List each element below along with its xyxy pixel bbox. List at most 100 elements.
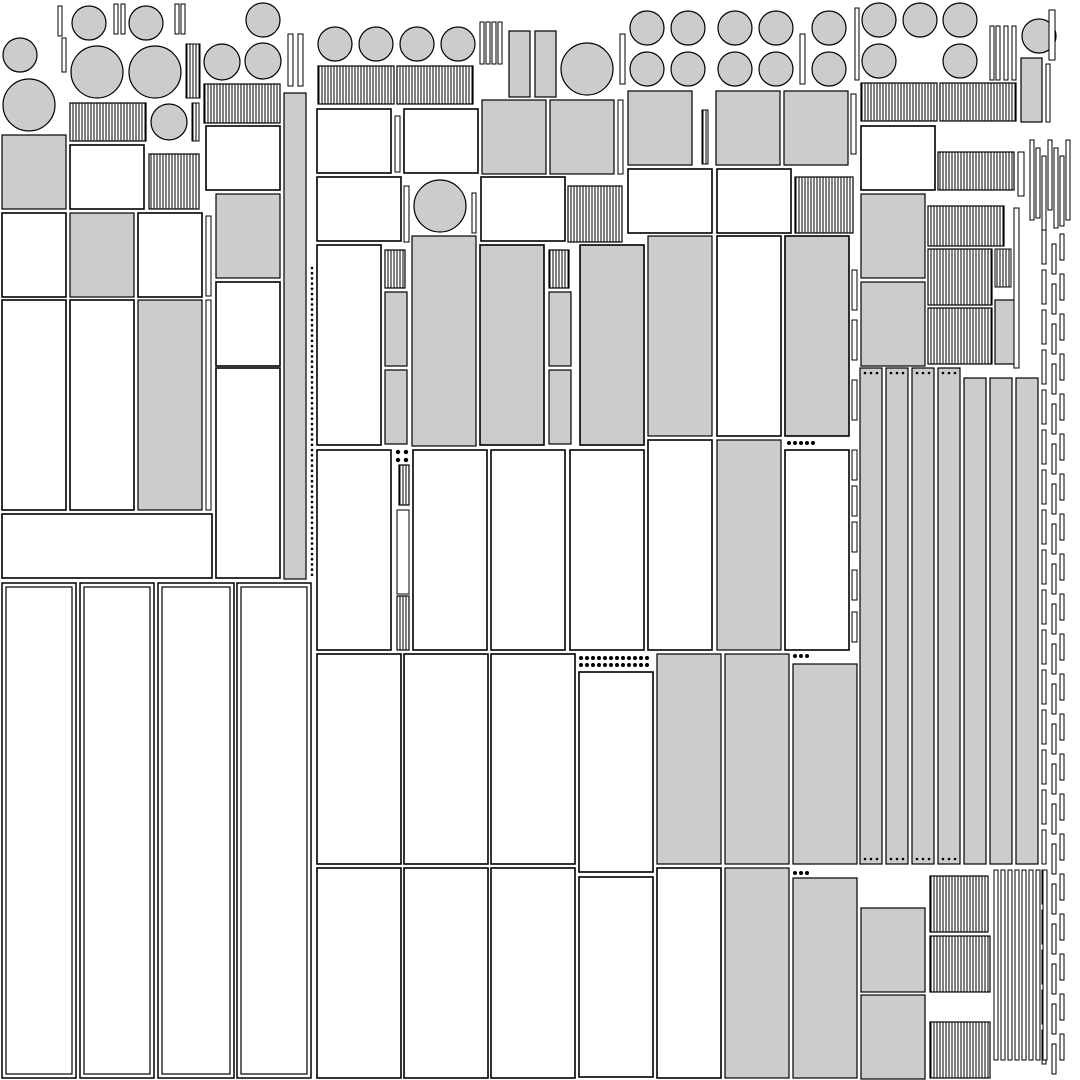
uv-island-rect <box>716 235 782 437</box>
uv-island-rect <box>240 586 308 1075</box>
uv-island-circle <box>629 51 665 87</box>
uv-dot <box>310 271 314 275</box>
uv-island-rect <box>1048 9 1056 61</box>
uv-island-rect <box>578 876 654 1078</box>
uv-island-rect <box>283 92 307 580</box>
uv-island-rect <box>1051 1003 1057 1035</box>
uv-island-rect <box>490 449 566 651</box>
uv-island-rect <box>1051 563 1057 595</box>
uv-dot <box>310 433 314 436</box>
uv-island-rect <box>1051 723 1057 755</box>
uv-dot <box>310 375 314 379</box>
uv-dot <box>310 563 314 566</box>
uv-island-rect <box>471 192 477 234</box>
uv-dot <box>927 371 931 375</box>
uv-dot <box>310 334 314 337</box>
uv-island-rect <box>1041 429 1047 465</box>
uv-dot <box>863 857 867 861</box>
uv-island-rect <box>403 108 479 174</box>
uv-dot <box>799 441 803 445</box>
uv-island-rect <box>911 367 935 865</box>
uv-island-rect <box>412 449 488 651</box>
uv-island-circle <box>861 43 897 79</box>
uv-island-rect <box>479 244 545 446</box>
uv-island-rect <box>784 449 850 651</box>
uv-dot <box>805 654 809 658</box>
uv-island-rect <box>850 93 857 155</box>
uv-island-rect <box>1051 683 1057 715</box>
uv-dot <box>863 371 867 375</box>
uv-island-rect <box>1051 443 1057 475</box>
uv-island-rect <box>5 586 73 1075</box>
uv-dot <box>310 266 314 270</box>
uv-island-rect <box>929 1021 991 1079</box>
uv-island-circle <box>560 42 614 96</box>
uv-island-rect <box>1 513 213 579</box>
uv-dot <box>609 663 613 667</box>
uv-island-rect <box>316 867 402 1079</box>
uv-island-rect <box>1059 313 1065 341</box>
uv-dot <box>310 552 314 556</box>
uv-dot <box>585 663 589 667</box>
uv-island-rect <box>993 869 999 1061</box>
uv-island-rect <box>1041 269 1047 305</box>
uv-dot <box>310 542 314 545</box>
uv-dot <box>947 371 951 375</box>
uv-island-rect <box>994 248 1012 288</box>
uv-island-rect <box>137 212 203 298</box>
uv-island-rect <box>1041 749 1047 785</box>
uv-island-rect <box>548 291 572 367</box>
uv-island-circle <box>902 2 938 38</box>
uv-island-rect <box>203 83 281 124</box>
uv-island-circle <box>71 5 107 41</box>
uv-island-rect <box>851 521 858 553</box>
uv-dot <box>310 547 314 551</box>
uv-dot <box>869 371 873 375</box>
uv-island-rect <box>851 485 858 517</box>
uv-dot <box>310 282 314 285</box>
uv-island-rect <box>485 21 491 65</box>
uv-island-rect <box>1041 389 1047 425</box>
uv-island-rect <box>120 3 126 35</box>
uv-island-rect <box>859 367 883 865</box>
uv-island-rect <box>1029 139 1035 221</box>
uv-dot <box>310 308 314 311</box>
uv-island-rect <box>1051 963 1057 995</box>
uv-island-rect <box>860 281 926 367</box>
uv-island-circle <box>128 45 182 99</box>
uv-island-rect <box>384 249 406 289</box>
uv-dot <box>627 663 631 667</box>
uv-dot <box>591 656 595 660</box>
uv-dot <box>310 521 314 525</box>
uv-dot <box>310 453 314 457</box>
uv-dot <box>310 370 314 374</box>
uv-island-rect <box>411 235 477 447</box>
uv-island-rect <box>1041 789 1047 825</box>
uv-island-rect <box>1035 147 1041 219</box>
uv-island-rect <box>1051 923 1057 955</box>
uv-dot <box>591 663 595 667</box>
uv-dot <box>901 857 905 861</box>
uv-island-rect <box>716 168 792 234</box>
uv-island-rect <box>784 235 850 437</box>
uv-island-rect <box>701 109 709 165</box>
uv-island-rect <box>479 21 485 65</box>
uv-island-rect <box>1041 349 1047 385</box>
uv-island-rect <box>860 193 926 279</box>
uv-island-rect <box>205 125 281 191</box>
uv-island-rect <box>549 99 615 175</box>
uv-island-rect <box>180 3 186 35</box>
uv-dot <box>915 371 919 375</box>
uv-dot <box>793 654 797 658</box>
uv-island-rect <box>1051 603 1057 635</box>
uv-dot <box>310 360 314 363</box>
uv-island-rect <box>939 82 1017 122</box>
uv-island-rect <box>1047 139 1053 211</box>
uv-island-rect <box>578 671 654 873</box>
uv-island-rect <box>1041 669 1047 705</box>
uv-dot <box>310 485 314 488</box>
uv-island-rect <box>1059 1033 1065 1061</box>
uv-dot <box>941 371 945 375</box>
uv-island-circle <box>203 43 241 81</box>
uv-island-rect <box>384 291 408 367</box>
